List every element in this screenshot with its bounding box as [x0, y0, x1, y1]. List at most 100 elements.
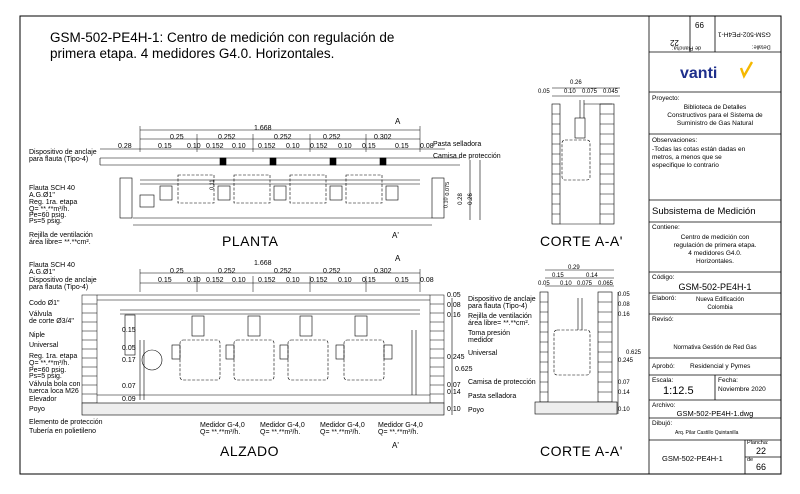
alzado-right-dim: 0.625 [455, 366, 473, 373]
tb-proyecto: Biblioteca de Detalles [683, 104, 747, 111]
tb-proyecto-lbl: Proyecto: [652, 95, 680, 102]
planta-top-dim: 0.252 [218, 134, 236, 141]
tb-de-lbl: de [747, 457, 754, 463]
meter-label: Medidor G-4,0 [378, 422, 423, 429]
corte-bottom-dim: 0.10 [560, 281, 572, 287]
tb-fecha: Noviembre 2020 [718, 386, 766, 393]
alzado-note: Dispositivo de anclaje [29, 277, 97, 284]
alzado-note-right: Rejilla de ventilación [468, 313, 532, 320]
tb-contiene: Centro de medición con [680, 234, 750, 241]
section-marker-a-prime-bottom: A' [392, 441, 399, 450]
alzado-note-right: área libre= **.**cm². [468, 320, 530, 327]
corte-bottom-dim: 0.29 [568, 265, 580, 271]
alzado-note: Válvula [29, 311, 52, 318]
planta-view [99, 126, 481, 226]
planta-note-right: Camisa de protección [433, 153, 501, 160]
planta-note: Rejilla de ventilación [29, 232, 93, 239]
planta-note: área libre= **.**cm². [29, 239, 91, 246]
section-marker-a-bottom: A [395, 254, 401, 263]
tb-contiene-lbl: Contiene: [652, 224, 680, 231]
alzado-note: Pe=60 psig. [29, 367, 67, 374]
tb-obs: -Todas las cotas están dadas en [652, 146, 746, 153]
meter-flow: Q= **.**m³/h. [378, 429, 419, 436]
alzado-bottom-dim: 0.10 [286, 277, 300, 284]
brand-check-icon [739, 61, 754, 79]
tb-de-lbl-rotated: de [695, 44, 702, 51]
alzado-top-dim: 0.252 [218, 268, 236, 275]
planta-bottom-dim: 0.15 [158, 143, 172, 150]
alzado-bottom-dim: 0.10 [232, 277, 246, 284]
alzado-top-dim: 0.252 [323, 268, 341, 275]
alzado-bottom-dim: 0.152 [258, 277, 276, 284]
tb-proyecto: Suministro de Gas Natural [676, 120, 754, 127]
view-label-corte-bottom: CORTE A-A' [540, 443, 623, 459]
brand-logo: vanti [680, 65, 718, 82]
corte-bottom-dim: 0.15 [552, 273, 564, 279]
alzado-left-dim: 0.07 [122, 383, 136, 390]
corte-top-dim: 0.05 [538, 89, 550, 95]
corte-bottom-dim: 0.245 [618, 358, 634, 364]
alzado-note-right: Dispositivo de anclaje [468, 296, 536, 303]
tb-reviso-lbl: Revisó: [652, 316, 674, 323]
tb-detalle-rotated: Detalle: [752, 43, 771, 50]
alzado-note: Codo Ø1" [29, 300, 60, 307]
alzado-bottom-dim: 0.15 [362, 277, 376, 284]
alzado-left-dim: 0.09 [122, 396, 136, 403]
tb-plancha-lbl-rotated: Plancha: [672, 44, 694, 51]
tb-elaboro: Colombia [707, 305, 733, 311]
alzado-note: Niple [29, 332, 45, 339]
meter-flow: Q= **.**m³/h. [320, 429, 361, 436]
tb-dibujo-lbl: Dibujó: [652, 420, 673, 427]
alzado-bottom-dim: 0.10 [187, 277, 201, 284]
alzado-right-dim: 0.16 [447, 312, 461, 319]
alzado-right-dim: 0.10 [447, 406, 461, 413]
corte-bottom-dim: 0.14 [586, 273, 598, 279]
planta-total-dim: 1.668 [254, 125, 272, 132]
alzado-note-right: Poyo [468, 407, 484, 414]
meter-flow: Q= **.**m³/h. [260, 429, 301, 436]
tb-fecha-lbl: Fecha: [718, 377, 738, 384]
planta-bottom-dim: 0.10 [232, 143, 246, 150]
tb-plancha: 22 [756, 446, 767, 456]
alzado-note: Válvula bola con [29, 381, 81, 388]
alzado-right-dim: 0.05 [447, 292, 461, 299]
tb-plancha-lbl: Plancha: [747, 440, 769, 446]
tb-contiene: regulación de primera etapa. [673, 242, 757, 249]
drawing-title: GSM-502-PE4H-1: Centro de medición con r… [50, 30, 395, 61]
planta-top-dim: 0.25 [170, 134, 184, 141]
meter-flow: Q= **.**m³/h. [200, 429, 241, 436]
alzado-bottom-dim: 0.152 [206, 277, 224, 284]
alzado-bottom-dim: 0.10 [338, 277, 352, 284]
tb-elaboro-lbl: Elaboró: [652, 295, 677, 302]
alzado-note-right: medidor [468, 337, 494, 344]
tb-archivo-lbl: Archivo: [652, 402, 676, 409]
corte-bottom-dim: 0.14 [618, 390, 630, 396]
planta-bottom-dim: 0.28 [118, 143, 132, 150]
alzado-left-dim: 0.15 [122, 327, 136, 334]
corte-top-dim: 0.045 [603, 89, 619, 95]
planta-note: Ps=5 psig. [29, 218, 62, 225]
corte-bottom-dim: 0.625 [626, 350, 642, 356]
planta-bottom-dim: 0.10 [286, 143, 300, 150]
planta-note-right: Pasta selladora [433, 141, 482, 148]
tb-codigo-lbl: Código: [652, 274, 675, 281]
tb-footer-code: GSM-502-PE4H-1 [662, 454, 723, 463]
tb-aprobo-lbl: Aprobó: [652, 363, 675, 370]
planta-vert-dim: 0.26 [467, 193, 474, 205]
alzado-note: tuerca loca M26 [29, 388, 79, 395]
alzado-note: Poyo [29, 406, 45, 413]
view-label-planta: PLANTA [222, 233, 279, 249]
planta-top-dim: 0.252 [323, 134, 341, 141]
tb-codigo: GSM-502-PE4H-1 [678, 282, 752, 292]
tb-de: 66 [756, 462, 767, 472]
alzado-total-dim: 1.668 [254, 260, 272, 267]
meter-label: Medidor G-4,0 [320, 422, 365, 429]
planta-top-dim: 0.302 [374, 134, 392, 141]
tb-sheet-rotated: 66 [695, 21, 704, 30]
alzado-top-dim: 0.252 [274, 268, 292, 275]
corte-bottom-dim: 0.05 [618, 292, 630, 298]
planta-top-dim: 0.252 [274, 134, 292, 141]
alzado-left-dim: 0.05 [122, 345, 136, 352]
